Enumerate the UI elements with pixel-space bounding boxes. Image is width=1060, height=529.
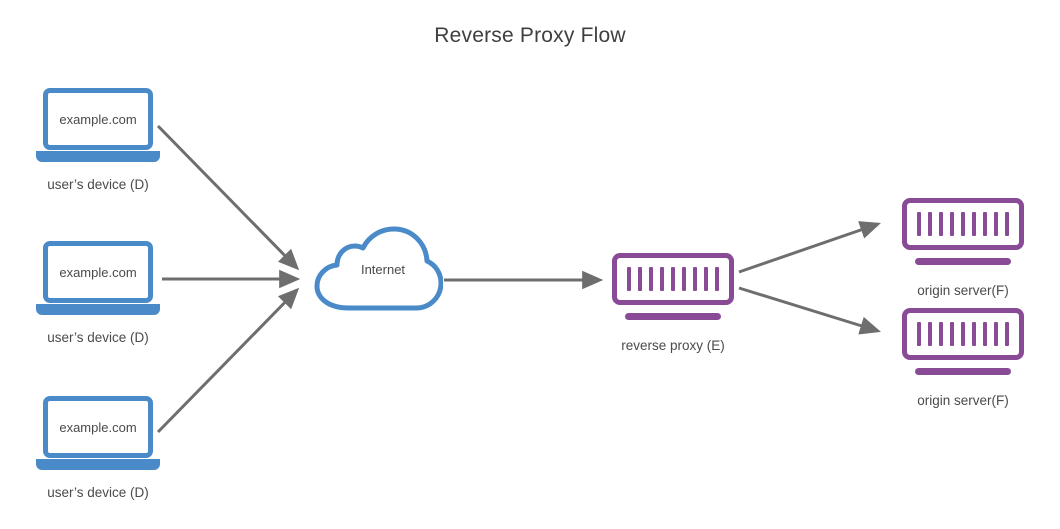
- server-bar: [704, 267, 708, 291]
- laptop-screen-text: example.com: [59, 419, 137, 435]
- server-bar: [961, 322, 965, 346]
- page-title: Reverse Proxy Flow: [434, 24, 626, 47]
- origin-server-label-2: origin server(F): [917, 393, 1009, 408]
- server-bar: [682, 267, 686, 291]
- arrow-proxy-to-origin-top: [738, 221, 881, 274]
- server-bar: [671, 267, 675, 291]
- client-node-1: example.com user’s device (D): [36, 88, 160, 192]
- laptop-screen: example.com: [43, 88, 153, 150]
- reverse-proxy-label: reverse proxy (E): [621, 338, 725, 353]
- server-bar: [928, 322, 932, 346]
- arrow-client1-to-internet: [156, 124, 300, 271]
- server-icon: [902, 308, 1024, 384]
- internet-cloud-node: Internet: [309, 224, 443, 314]
- server-icon: [612, 253, 734, 329]
- laptop-screen: example.com: [43, 396, 153, 458]
- server-bar: [638, 267, 642, 291]
- server-bar: [983, 322, 987, 346]
- server-box: [612, 253, 734, 305]
- server-bar: [939, 212, 943, 236]
- server-bar: [961, 212, 965, 236]
- client-label-2: user’s device (D): [47, 330, 149, 345]
- laptop-screen-text: example.com: [59, 111, 137, 127]
- laptop-base: [36, 304, 160, 315]
- laptop-icon: example.com: [36, 241, 160, 321]
- server-foot: [915, 368, 1011, 375]
- server-icon: [902, 198, 1024, 274]
- server-box: [902, 198, 1024, 250]
- server-bar: [972, 322, 976, 346]
- server-bar: [928, 212, 932, 236]
- arrow-client3-to-internet: [156, 287, 300, 434]
- origin-server-node-1: origin server(F): [902, 198, 1024, 298]
- server-box: [902, 308, 1024, 360]
- server-foot: [915, 258, 1011, 265]
- server-bar: [917, 212, 921, 236]
- cloud-icon: Internet: [309, 224, 443, 314]
- server-bar: [972, 212, 976, 236]
- reverse-proxy-node: reverse proxy (E): [612, 253, 734, 353]
- laptop-icon: example.com: [36, 88, 160, 168]
- server-bar: [950, 212, 954, 236]
- server-bar: [994, 322, 998, 346]
- server-bar: [715, 267, 719, 291]
- cloud-label: Internet: [360, 261, 406, 277]
- server-bar: [660, 267, 664, 291]
- server-bar: [983, 212, 987, 236]
- laptop-base: [36, 459, 160, 470]
- server-bar: [627, 267, 631, 291]
- laptop-screen-text: example.com: [59, 264, 137, 280]
- client-label-3: user’s device (D): [47, 485, 149, 500]
- arrow-proxy-to-origin-bottom: [738, 286, 882, 335]
- server-foot: [625, 313, 721, 320]
- server-bar: [1005, 322, 1009, 346]
- client-label-1: user’s device (D): [47, 177, 149, 192]
- origin-server-node-2: origin server(F): [902, 308, 1024, 408]
- laptop-base: [36, 151, 160, 162]
- server-bar: [1005, 212, 1009, 236]
- laptop-screen: example.com: [43, 241, 153, 303]
- server-bar: [649, 267, 653, 291]
- server-bar: [917, 322, 921, 346]
- server-bar: [950, 322, 954, 346]
- server-bar: [994, 212, 998, 236]
- laptop-icon: example.com: [36, 396, 160, 476]
- origin-server-label-1: origin server(F): [917, 283, 1009, 298]
- server-bar: [693, 267, 697, 291]
- client-node-3: example.com user’s device (D): [36, 396, 160, 500]
- client-node-2: example.com user’s device (D): [36, 241, 160, 345]
- server-bar: [939, 322, 943, 346]
